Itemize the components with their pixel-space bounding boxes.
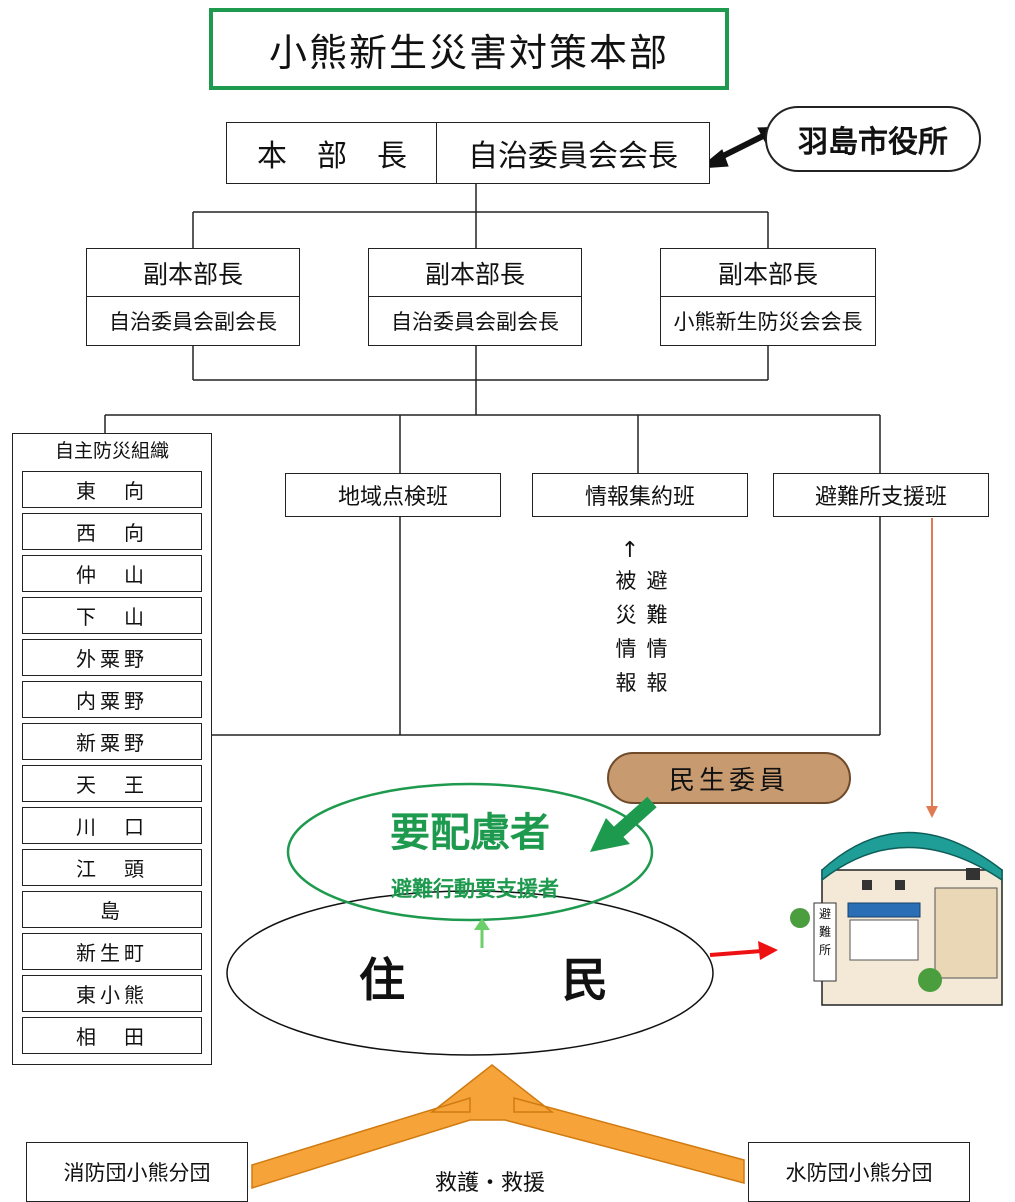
deputy-1-role: 副本部長 — [86, 248, 300, 298]
minsei-badge: 民生委員 — [607, 752, 851, 804]
team-information: 情報集約班 — [532, 473, 748, 517]
shelter-building-icon — [790, 831, 1003, 1006]
city-office-badge: 羽島市役所 — [765, 106, 981, 172]
hq-role: 本 部 長 — [226, 122, 438, 184]
team-shelter-support: 避難所支援班 — [773, 473, 989, 517]
district-item: 川 口 — [22, 807, 202, 844]
hq-person: 自治委員会会長 — [436, 122, 710, 184]
district-item: 天 王 — [22, 765, 202, 802]
district-item: 相 田 — [22, 1017, 202, 1054]
district-item: 江 頭 — [22, 849, 202, 886]
damage-info-char: 被 — [615, 569, 637, 593]
district-item: 島 — [22, 891, 202, 928]
fire-brigade-box: 消防団小熊分団 — [26, 1142, 248, 1202]
district-item: 東 向 — [22, 471, 202, 508]
damage-info-char: 情 — [615, 637, 637, 661]
district-item: 新生町 — [22, 933, 202, 970]
deputy-3-person: 小熊新生防災会会長 — [660, 296, 876, 346]
youhairyo-label: 要配慮者 — [390, 810, 550, 856]
deputy-2-role: 副本部長 — [368, 248, 582, 298]
page-title: 小熊新生災害対策本部 — [209, 8, 729, 90]
district-item: 仲 山 — [22, 555, 202, 592]
city-office-label: 羽島市役所 — [798, 125, 948, 160]
rescue-label: 救護・救援 — [434, 1171, 545, 1196]
evacuation-info-label: 避 難 情 報 — [644, 564, 670, 700]
district-item: 外粟野 — [22, 639, 202, 676]
jumin-left-char: 住 — [359, 953, 405, 1007]
deputy-1-person: 自治委員会副会長 — [86, 296, 300, 346]
shelter-sign-char: 難 — [818, 925, 831, 939]
damage-info-char: 報 — [615, 671, 637, 695]
hinan-shien-label: 避難行動要支援者 — [391, 877, 559, 901]
deputy-3-role: 副本部長 — [660, 248, 876, 298]
info-up-arrow: ↑ — [620, 538, 640, 563]
team-inspection: 地域点検班 — [285, 473, 501, 517]
jumin-right-char: 民 — [562, 953, 608, 1007]
evacuation-info-char: 情 — [646, 637, 668, 661]
evacuation-info-char: 難 — [646, 603, 668, 627]
damage-info-char: 災 — [615, 603, 637, 627]
jishu-title: 自主防災組織 — [54, 440, 169, 462]
flood-brigade-box: 水防団小熊分団 — [748, 1142, 970, 1202]
minsei-label: 民生委員 — [668, 765, 789, 796]
district-item: 下 山 — [22, 597, 202, 634]
deputy-2-person: 自治委員会副会長 — [368, 296, 582, 346]
evacuation-info-char: 報 — [646, 671, 668, 695]
district-item: 東小熊 — [22, 975, 202, 1012]
shelter-sign-char: 所 — [818, 943, 831, 957]
shelter-sign-char: 避 — [818, 907, 831, 921]
shelter-sign: 避 難 所 — [814, 905, 836, 959]
green-arrow-icon — [590, 796, 657, 852]
damage-info-label: 被 災 情 報 — [613, 564, 639, 700]
district-item: 内粟野 — [22, 681, 202, 718]
district-item: 西 向 — [22, 513, 202, 550]
evacuation-info-char: 避 — [646, 569, 668, 593]
district-item: 新粟野 — [22, 723, 202, 760]
